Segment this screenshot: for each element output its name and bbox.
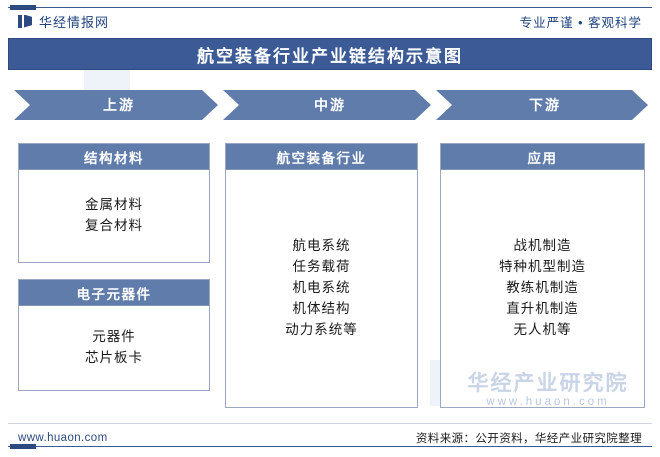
box-item: 动力系统等 xyxy=(285,321,358,337)
box-header-label: 结构材料 xyxy=(84,150,144,166)
box-aviation-equipment-industry: 航空装备行业 航电系统 任务载荷 机电系统 机体结构 动力系统等 xyxy=(225,143,418,408)
box-item: 无人机等 xyxy=(513,321,572,337)
stage-arrow-downstream: 下游 xyxy=(436,90,648,120)
stage-label-downstream: 下游 xyxy=(529,97,561,113)
column-downstream: 应用 战机制造 特种机型制造 教练机制造 直升机制造 无人机等 xyxy=(440,143,645,408)
box-item: 直升机制造 xyxy=(506,300,579,316)
box-item: 战机制造 xyxy=(513,238,572,254)
brand: 华经情报网 xyxy=(18,12,109,31)
header-tagline: 专业严谨 • 客观科学 xyxy=(519,15,642,30)
box-header: 应用 xyxy=(441,144,644,170)
column-midstream: 航空装备行业 航电系统 任务载荷 机电系统 机体结构 动力系统等 xyxy=(225,143,418,408)
stage-arrow-midstream: 中游 xyxy=(223,90,431,120)
box-item: 复合材料 xyxy=(85,218,143,233)
footer-divider xyxy=(8,423,652,424)
page-title: 航空装备行业产业链结构示意图 xyxy=(197,46,463,66)
page-header: 华经情报网 专业严谨 • 客观科学 xyxy=(0,10,660,32)
brand-name: 华经情报网 xyxy=(39,14,110,30)
box-structural-materials: 结构材料 金属材料 复合材料 xyxy=(18,143,210,263)
stage-arrow-upstream: 上游 xyxy=(14,90,218,120)
chart-title-bar: 航空装备行业产业链结构示意图 xyxy=(8,38,652,70)
box-item: 金属材料 xyxy=(85,197,143,213)
box-item: 教练机制造 xyxy=(506,280,579,296)
box-item: 元器件 xyxy=(92,329,136,345)
box-header: 结构材料 xyxy=(19,144,209,170)
footer-site-url[interactable]: www.huaon.com xyxy=(18,432,108,444)
box-header: 电子元器件 xyxy=(19,280,209,306)
box-body: 航电系统 任务载荷 机电系统 机体结构 动力系统等 xyxy=(226,170,417,407)
box-body: 元器件 芯片板卡 xyxy=(19,306,209,390)
box-header-label: 航空装备行业 xyxy=(276,150,367,166)
page-footer: www.huaon.com 资料来源：公开资料，华经产业研究院整理 xyxy=(0,428,660,448)
stage-label-midstream: 中游 xyxy=(314,97,346,113)
box-item: 特种机型制造 xyxy=(499,259,586,275)
box-item: 机体结构 xyxy=(292,300,351,316)
stage-label-upstream: 上游 xyxy=(103,97,135,113)
bottom-divider-rule xyxy=(8,446,652,447)
box-body: 金属材料 复合材料 xyxy=(19,170,209,262)
column-upstream: 结构材料 金属材料 复合材料 电子元器件 元器件 芯片板卡 xyxy=(18,143,210,391)
top-divider-rule xyxy=(8,7,652,8)
box-electronic-components: 电子元器件 元器件 芯片板卡 xyxy=(18,279,210,391)
box-item: 任务载荷 xyxy=(292,259,351,275)
bottom-accent-cap xyxy=(10,444,36,449)
box-item: 航电系统 xyxy=(292,238,351,254)
box-header-label: 应用 xyxy=(527,150,558,166)
top-accent-cap xyxy=(10,5,36,10)
box-item: 机电系统 xyxy=(292,280,351,296)
bars-logo-icon xyxy=(18,14,32,28)
box-header: 航空装备行业 xyxy=(226,144,417,170)
chain-stage-band: 上游 中游 下游 xyxy=(14,90,648,120)
box-header-label: 电子元器件 xyxy=(76,286,152,302)
footer-source-note: 资料来源：公开资料，华经产业研究院整理 xyxy=(415,433,642,445)
box-item: 芯片板卡 xyxy=(85,350,143,365)
box-applications: 应用 战机制造 特种机型制造 教练机制造 直升机制造 无人机等 xyxy=(440,143,645,408)
box-body: 战机制造 特种机型制造 教练机制造 直升机制造 无人机等 xyxy=(441,170,644,407)
